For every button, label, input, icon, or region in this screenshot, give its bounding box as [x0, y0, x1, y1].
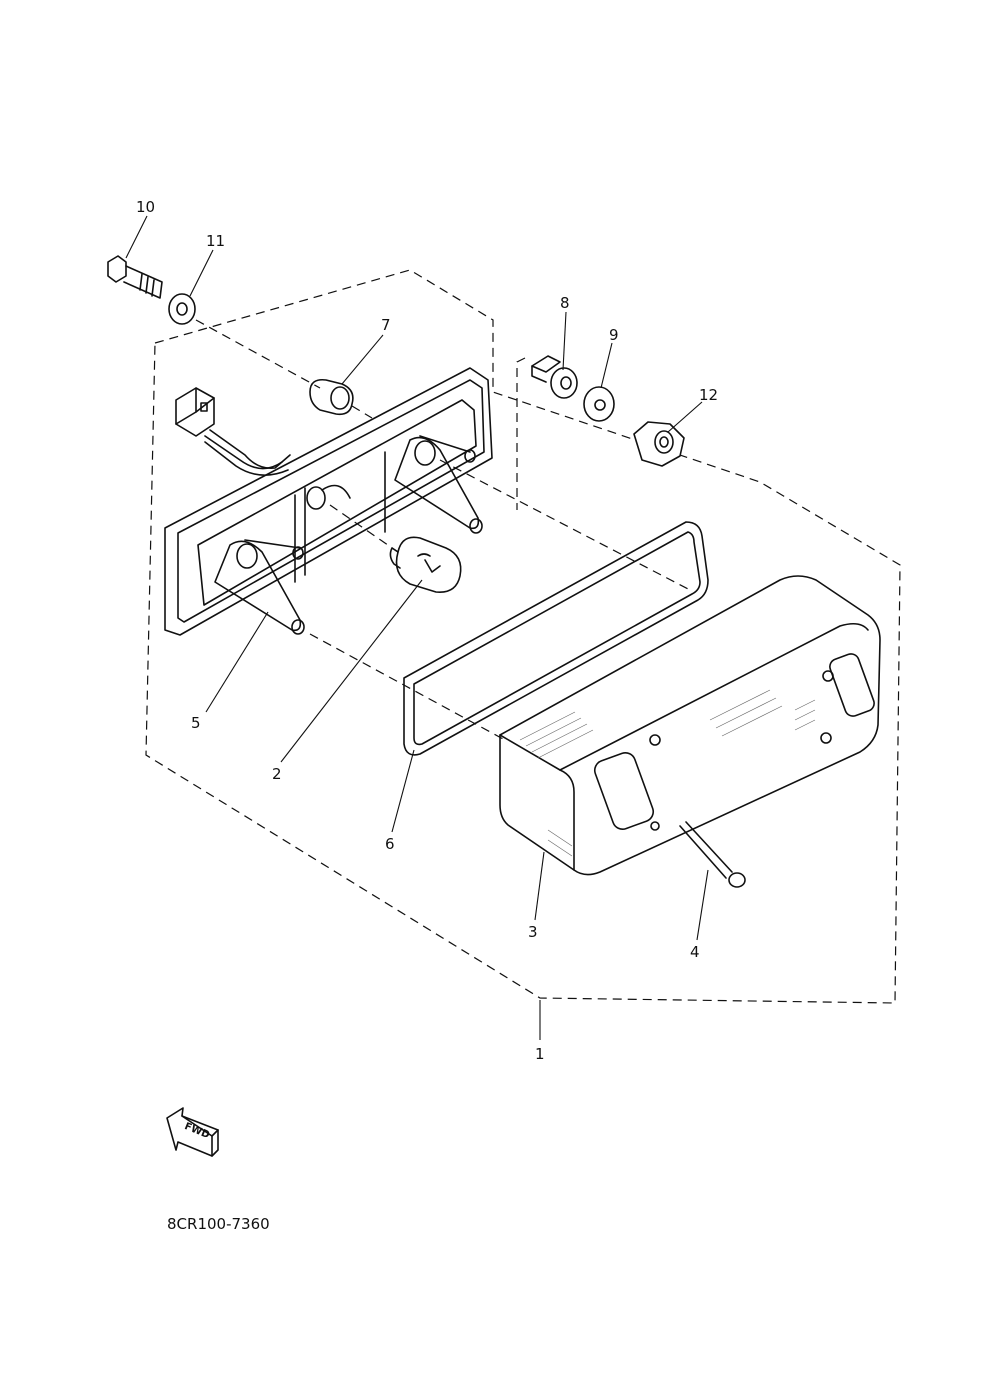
nut-bracket-outline [516, 357, 526, 510]
leader-8 [562, 311, 567, 371]
assembly-line-right-socket [439, 459, 691, 591]
assembly-outline [145, 269, 901, 1004]
leader-5 [205, 611, 269, 713]
gasket [403, 521, 709, 756]
leader-11 [189, 249, 214, 297]
assembly-line-bulb [329, 504, 399, 553]
callout-7: 7 [381, 316, 391, 334]
callout-4: 4 [690, 943, 700, 961]
leader-2 [280, 579, 423, 763]
callout-9: 9 [609, 326, 619, 344]
callout-1: 1 [535, 1045, 545, 1063]
callout-12: 12 [699, 386, 718, 404]
leader-6 [391, 749, 415, 833]
assembly-line-grommet [351, 405, 373, 419]
callout-10: 10 [136, 198, 155, 216]
leader-3 [534, 851, 545, 921]
lens [499, 575, 881, 876]
callout-2: 2 [272, 765, 282, 783]
lens-screw [679, 821, 746, 888]
bulb [389, 536, 462, 593]
assembly-line-washer [195, 319, 321, 389]
washer-9 [583, 386, 615, 422]
collar [531, 355, 578, 399]
callout-8: 8 [560, 294, 570, 312]
callout-6: 6 [385, 835, 395, 853]
leader-4 [696, 869, 709, 941]
drawing-code: 8CR100-7360 [167, 1215, 270, 1233]
nut [633, 421, 685, 467]
callout-11: 11 [206, 232, 225, 250]
lamp-base [164, 367, 493, 636]
callout-3: 3 [528, 923, 538, 941]
leader-10 [125, 215, 148, 259]
washer-11 [168, 293, 196, 325]
leader-9 [600, 342, 613, 389]
callout-5: 5 [191, 714, 201, 732]
bolt [107, 255, 163, 299]
grommet [309, 378, 354, 416]
assembly-line-base-gasket [309, 633, 506, 741]
leader-12 [667, 401, 703, 433]
leader-7 [341, 334, 384, 385]
fwd-arrow-icon: FWD [166, 1107, 219, 1157]
